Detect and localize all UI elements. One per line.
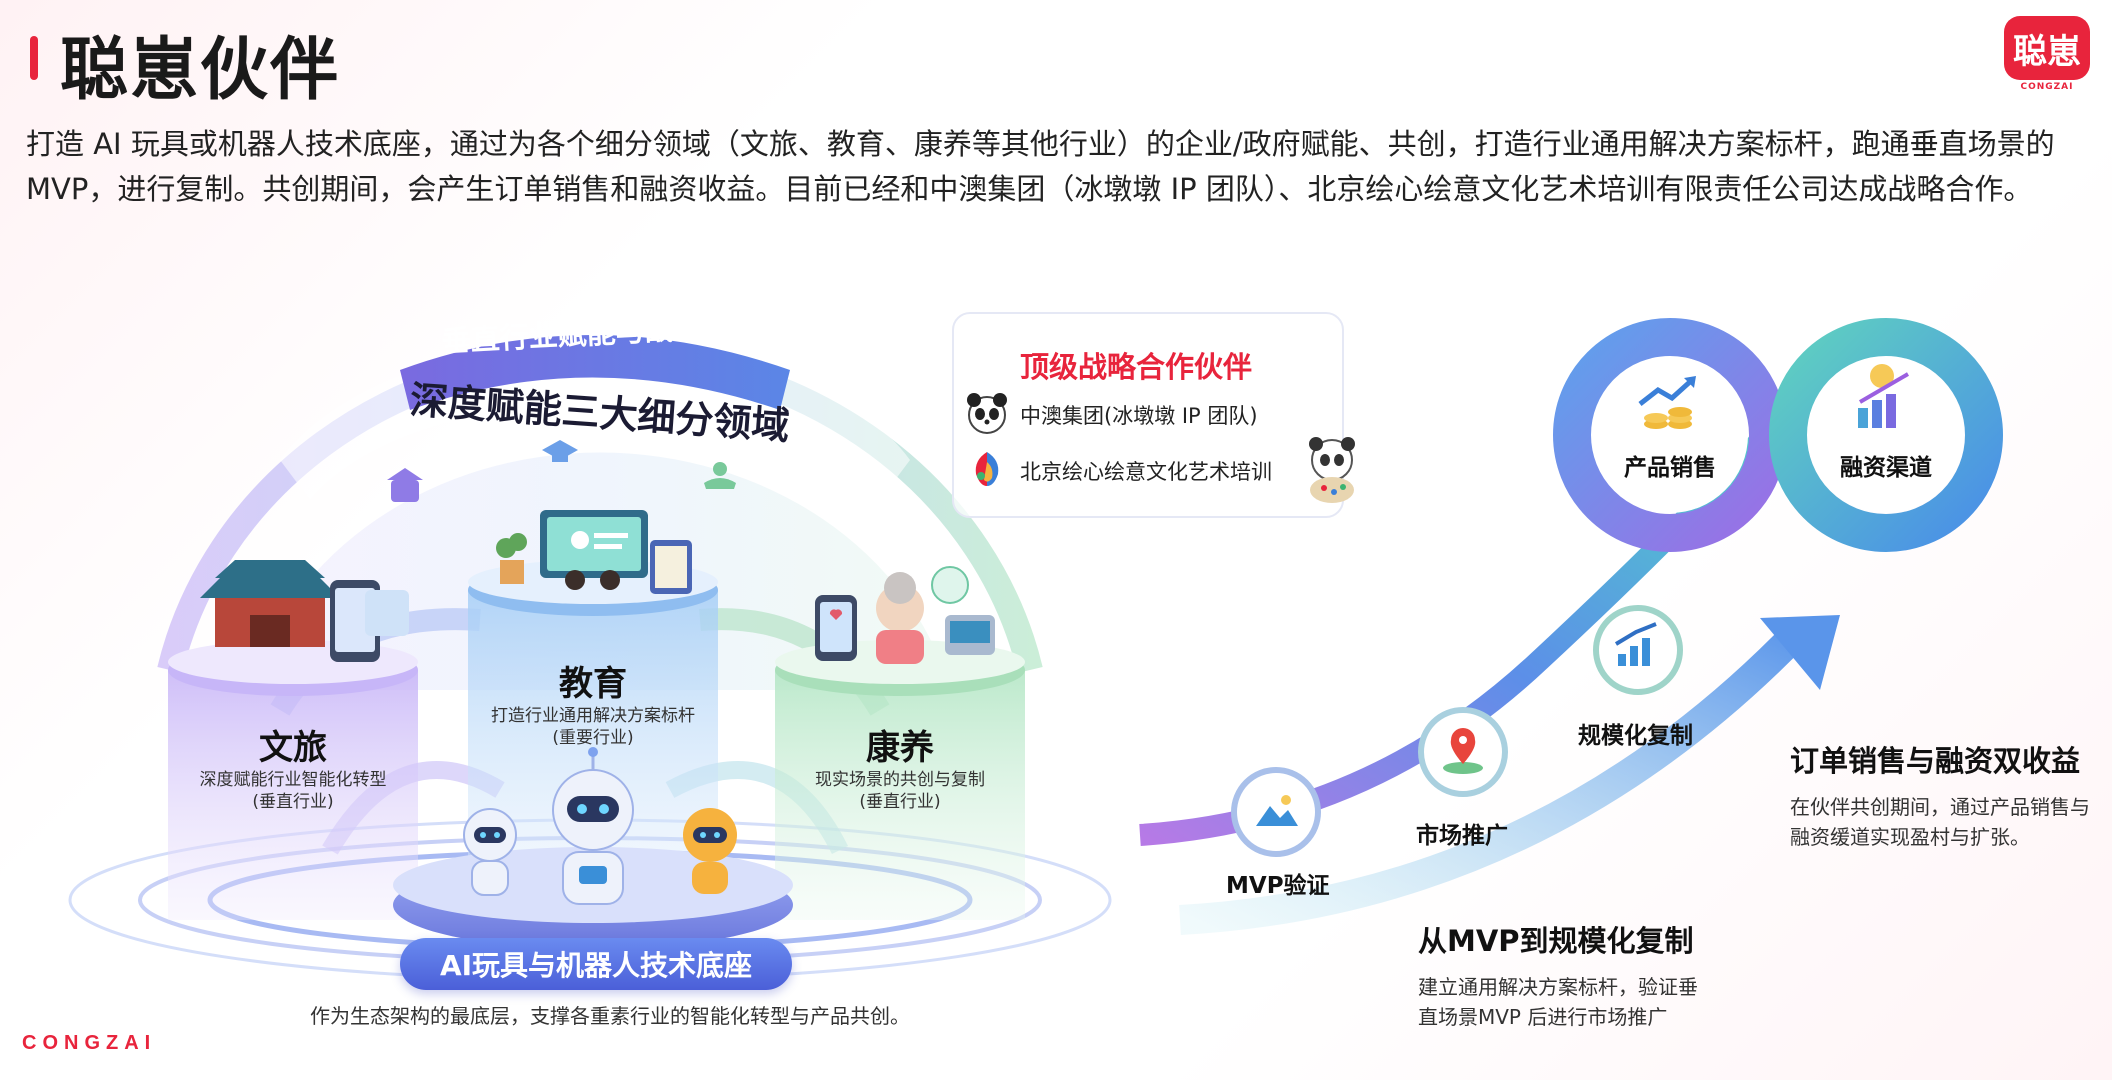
stage-market-node <box>1418 707 1508 797</box>
brand-logo-subtext: CONGZAI <box>2020 82 2074 92</box>
stage-scale-node <box>1593 605 1683 695</box>
title-accent-bar <box>30 36 38 80</box>
care-hand-arc-icon <box>704 462 736 489</box>
brand-logo-mark: 聪崽 <box>2004 16 2090 80</box>
brand-logo: 聪崽 CONGZAI <box>2004 16 2090 98</box>
pillar-education-text: 教育 打造行业通用解决方案标杆 (重要行业) <box>468 656 718 749</box>
foundation-desc: 作为生态架构的最底层，支撑各重素行业的智能化转型与产品共创。 <box>310 1004 910 1028</box>
revenue-block-desc-2: 融资缓道实现盈村与扩张。 <box>1790 825 2030 849</box>
panda-icon <box>967 393 1007 434</box>
graduation-cap-arc-icon <box>542 440 578 462</box>
foundation-label: AI玩具与机器人技术底座 <box>400 938 792 990</box>
mvp-block-desc-2: 直场景MVP 后进行市场推广 <box>1418 1005 1668 1029</box>
pillar-title: 文旅 <box>259 728 327 768</box>
footer-brand: CONGZAI <box>22 1032 157 1054</box>
classroom-icon <box>496 510 692 594</box>
pillar-wellness-text: 康养 现实场景的共创与复制 (垂直行业) <box>775 720 1025 813</box>
partner-card <box>952 312 1344 518</box>
loop-sales-label: 产品销售 <box>1624 455 1716 481</box>
tourism-arc-icon <box>387 468 423 502</box>
pillar-desc: 深度赋能行业智能化转型 <box>199 770 387 790</box>
growth-diagram <box>1139 318 2003 935</box>
stage-mvp-label: MVP验证 <box>1226 873 1330 899</box>
pillar-title: 康养 <box>866 728 934 768</box>
mvp-block: 从MVP到规模化复制 建立通用解决方案标杆，验证垂 直场景MVP 后进行市场推广 <box>1418 918 1838 1032</box>
robot-main-icon <box>552 747 634 905</box>
stage-mvp-node <box>1231 767 1321 857</box>
partner-name: 中澳集团(冰墩墩 IP 团队) <box>1020 404 1258 428</box>
colorful-flame-logo-icon <box>968 450 1006 488</box>
partner-card-title: 顶级战略合作伙伴 <box>1020 350 1253 384</box>
growth-arrow-head <box>1760 615 1840 690</box>
pillar-desc-tag: (重要行业) <box>552 728 634 748</box>
stage-market-label: 市场推广 <box>1416 823 1508 849</box>
pillar-desc: 打造行业通用解决方案标杆 <box>491 706 695 726</box>
robot-orange-icon <box>683 808 737 894</box>
pillar-desc: 现实场景的共创与复制 <box>815 770 985 790</box>
ecosystem-diagram <box>68 335 1112 982</box>
panda-painter-icon <box>1309 437 1355 503</box>
funding-chart-icon <box>1858 364 1910 428</box>
revenue-block: 订单销售与融资双收益 在伙伴共创期间，通过产品销售与 融资缓道实现盈村与扩张。 <box>1790 738 2100 852</box>
mvp-block-title: 从MVP到规模化复制 <box>1418 924 1694 958</box>
loop-funding-ring <box>1769 318 2003 552</box>
pillar-tourism-text: 文旅 深度赋能行业智能化转型 (垂直行业) <box>168 720 418 813</box>
phone-info-icon <box>330 580 409 662</box>
coins-growth-icon <box>1638 376 1696 429</box>
loop-funding-label: 融资渠道 <box>1840 455 1932 481</box>
mvp-block-desc: 建立通用解决方案标杆，验证垂 <box>1418 975 1698 999</box>
pillar-title: 教育 <box>559 664 627 704</box>
pillar-desc-tag: (垂直行业) <box>859 792 941 812</box>
stage-scale-label: 规模化复制 <box>1578 723 1693 749</box>
partner-name: 北京绘心绘意文化艺术培训 <box>1020 460 1272 484</box>
page-title: 聪崽伙伴 <box>60 31 341 110</box>
pillar-desc-tag: (垂直行业) <box>252 792 334 812</box>
growth-arrow <box>1179 619 1811 935</box>
palace-icon <box>200 560 340 647</box>
elder-care-icon <box>815 566 995 664</box>
pillar-tourism <box>168 560 418 920</box>
arc-banner-shape <box>400 335 790 410</box>
loop-sales-ring <box>1553 318 1787 552</box>
robot-small-icon <box>463 808 517 896</box>
intro-paragraph: 打造 AI 玩具或机器人技术底座，通过为各个细分领域（文旅、教育、康养等其他行业… <box>26 127 2055 206</box>
revenue-block-desc: 在伙伴共创期间，通过产品销售与 <box>1790 795 2090 819</box>
revenue-block-title: 订单销售与融资双收益 <box>1790 744 2081 778</box>
pillar-wellness <box>775 566 1025 920</box>
